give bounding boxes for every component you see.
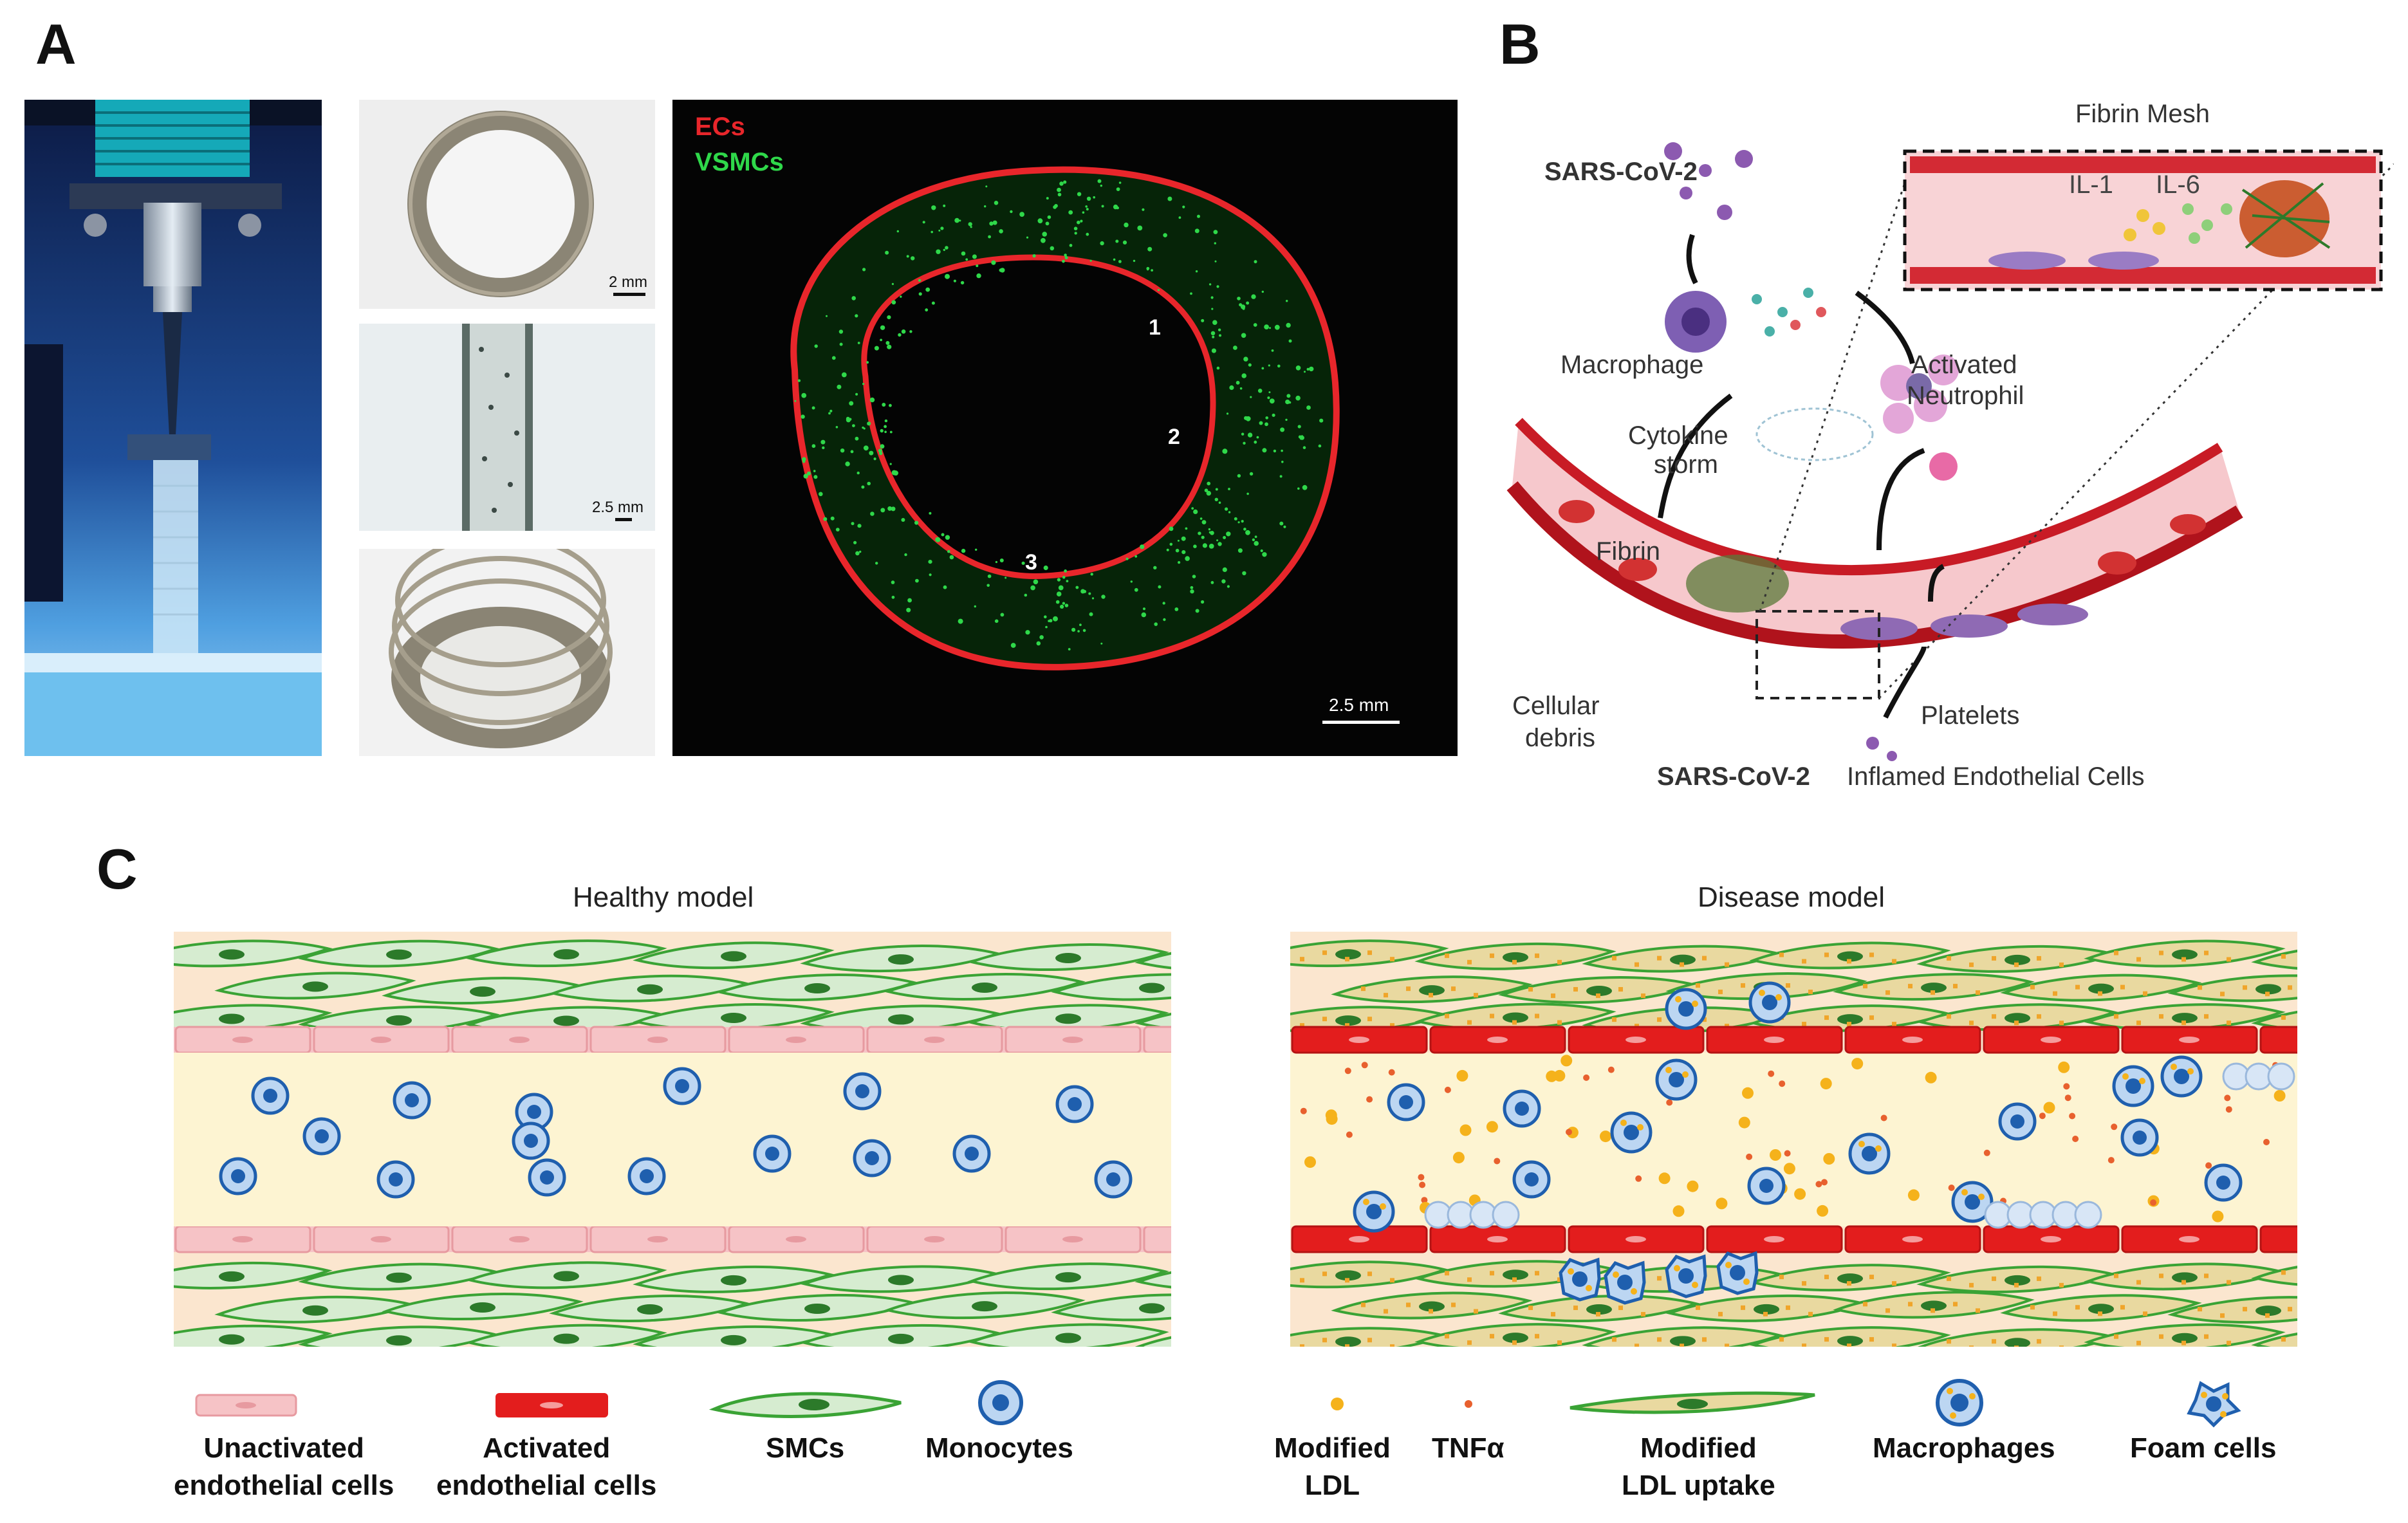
fluor-scale-bar [1322,721,1400,724]
covid-diagram: SARS-CoV-2 Macrophage Activated Neutroph… [1480,100,2395,795]
vessel-photo-bottom [359,549,655,756]
region-marker-2: 2 [1168,425,1180,449]
region-marker-1: 1 [1149,315,1161,340]
label-storm: storm [1654,450,1718,479]
scale-bar-label-middle: 2.5 mm [592,499,644,516]
label-cytokine: Cytokine [1628,421,1728,450]
disease-model-title: Disease model [1698,881,1885,913]
region-marker-3: 3 [1025,550,1037,575]
legend-icons [195,1379,2241,1428]
legend-tnfa-label: TNFα [1432,1432,1505,1464]
label-platelets: Platelets [1921,701,2020,730]
label-fibrin-mesh: Fibrin Mesh [2075,100,2210,128]
legend-monocytes-label: Monocytes [925,1432,1073,1464]
label-il1: IL-1 [2069,171,2113,199]
label-fibrin: Fibrin [1596,537,1661,566]
legend-tnfa-icon [1465,1400,1472,1408]
legend-ecs: ECs [695,113,745,141]
legend-smcs-label: SMCs [766,1432,845,1464]
legend-ldl-icon [1331,1398,1344,1410]
panel-label-a: A [35,12,77,76]
disease-model-diagram [1247,932,2408,1356]
healthy-model-diagram [131,932,1420,1356]
panel-label-c: C [97,837,138,901]
label-inflamed-ec: Inflamed Endothelial Cells [1847,762,2145,791]
label-activated: Activated [1911,351,2017,379]
legend-macrophages-label: Macrophages [1873,1432,2055,1464]
label-debris: debris [1525,724,1595,752]
legend-foam-cells-label: Foam cells [2130,1432,2277,1464]
fluor-scale-label: 2.5 mm [1329,695,1389,715]
bioprinter-photo [24,100,322,756]
scale-bar-top [613,293,645,296]
scale-bar-label-top: 2 mm [609,273,647,291]
label-il6: IL-6 [2156,171,2200,199]
vessel-photo-top: 2 mm [359,100,655,309]
healthy-model-title: Healthy model [573,881,754,913]
label-cellular: Cellular [1512,692,1600,720]
vessel-photo-middle: 2.5 mm [359,324,655,531]
scale-bar-middle [615,518,632,521]
label-sars-bottom: SARS-CoV-2 [1657,762,1810,791]
label-neutrophil: Neutrophil [1907,382,2024,410]
label-sars-top: SARS-CoV-2 [1544,158,1698,186]
legend-vsmcs: VSMCs [695,148,784,176]
label-macrophage: Macrophage [1561,351,1704,379]
panel-label-b: B [1499,12,1541,76]
fluorescence-cross-section: ECs VSMCs 1 2 3 2.5 mm [672,100,1458,756]
